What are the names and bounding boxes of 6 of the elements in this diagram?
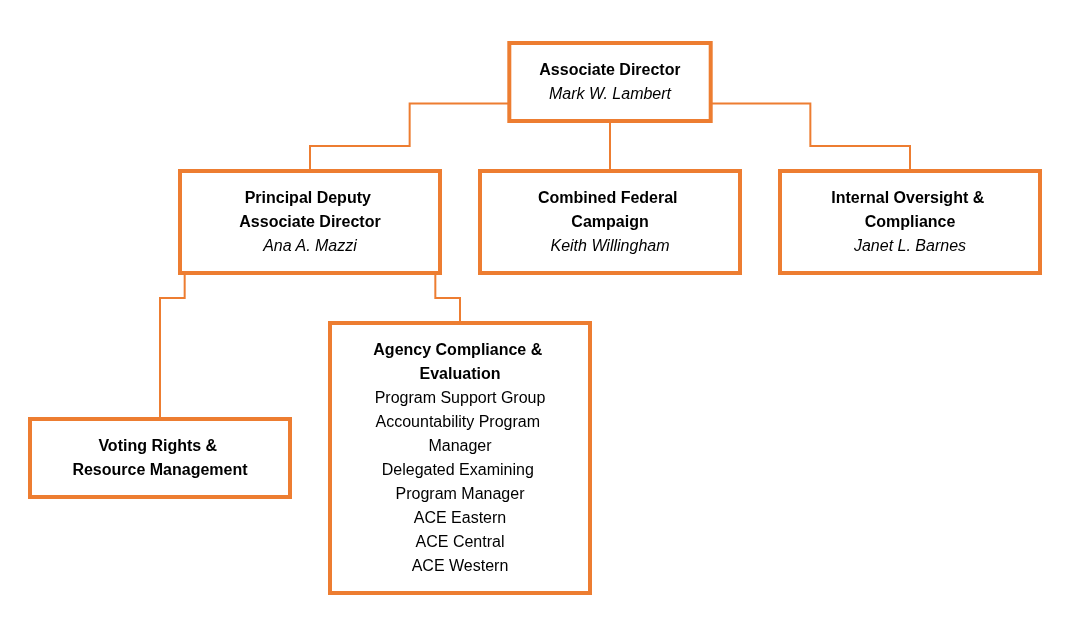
node-box: Agency Compliance & Evaluation Program Support Group Accountability Program Manager Delegated Examining Program Manager ACE Eastern ACE Central ACE Western [327,321,592,595]
node-box: Associate Director Mark W. Lambert [506,41,713,123]
node-box: Internal Oversight & Compliance Janet L. Barnes [777,169,1042,275]
node-box: Principal Deputy Associate Director Ana A. Mazzi [177,169,442,275]
node-box: Combined Federal Campaign Keith Willingham [477,169,742,275]
node-box: Voting Rights & Resource Management [27,417,292,499]
